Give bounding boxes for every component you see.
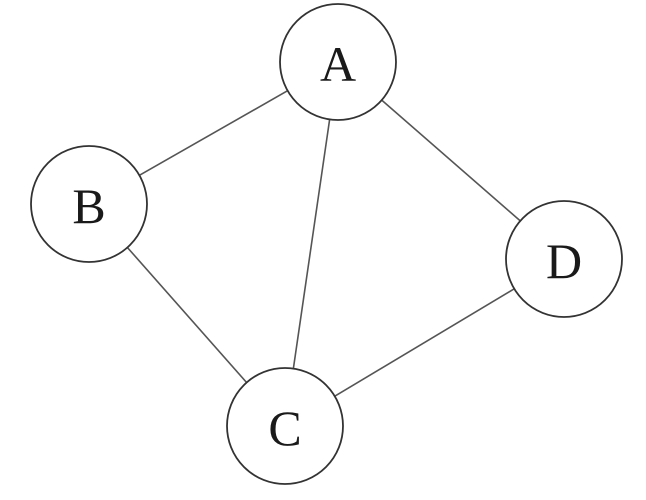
node-circle-b: [30, 145, 148, 263]
edges-layer: [126, 90, 521, 397]
node-circle-d: [505, 200, 623, 318]
node-a: A: [279, 3, 397, 121]
edge-c-d: [334, 288, 515, 397]
node-label-b: B: [72, 178, 105, 234]
edge-b-c: [126, 246, 248, 384]
node-circle-c: [226, 367, 344, 485]
node-label-c: C: [268, 400, 301, 456]
edge-a-c: [292, 119, 331, 369]
node-label-a: A: [320, 36, 356, 92]
node-d: D: [505, 200, 623, 318]
nodes-layer: A B C D: [30, 3, 623, 485]
node-b: B: [30, 145, 148, 263]
edge-a-d: [381, 99, 521, 222]
node-label-d: D: [546, 233, 582, 289]
node-circle-a: [279, 3, 397, 121]
edge-a-b: [138, 90, 289, 176]
node-c: C: [226, 367, 344, 485]
